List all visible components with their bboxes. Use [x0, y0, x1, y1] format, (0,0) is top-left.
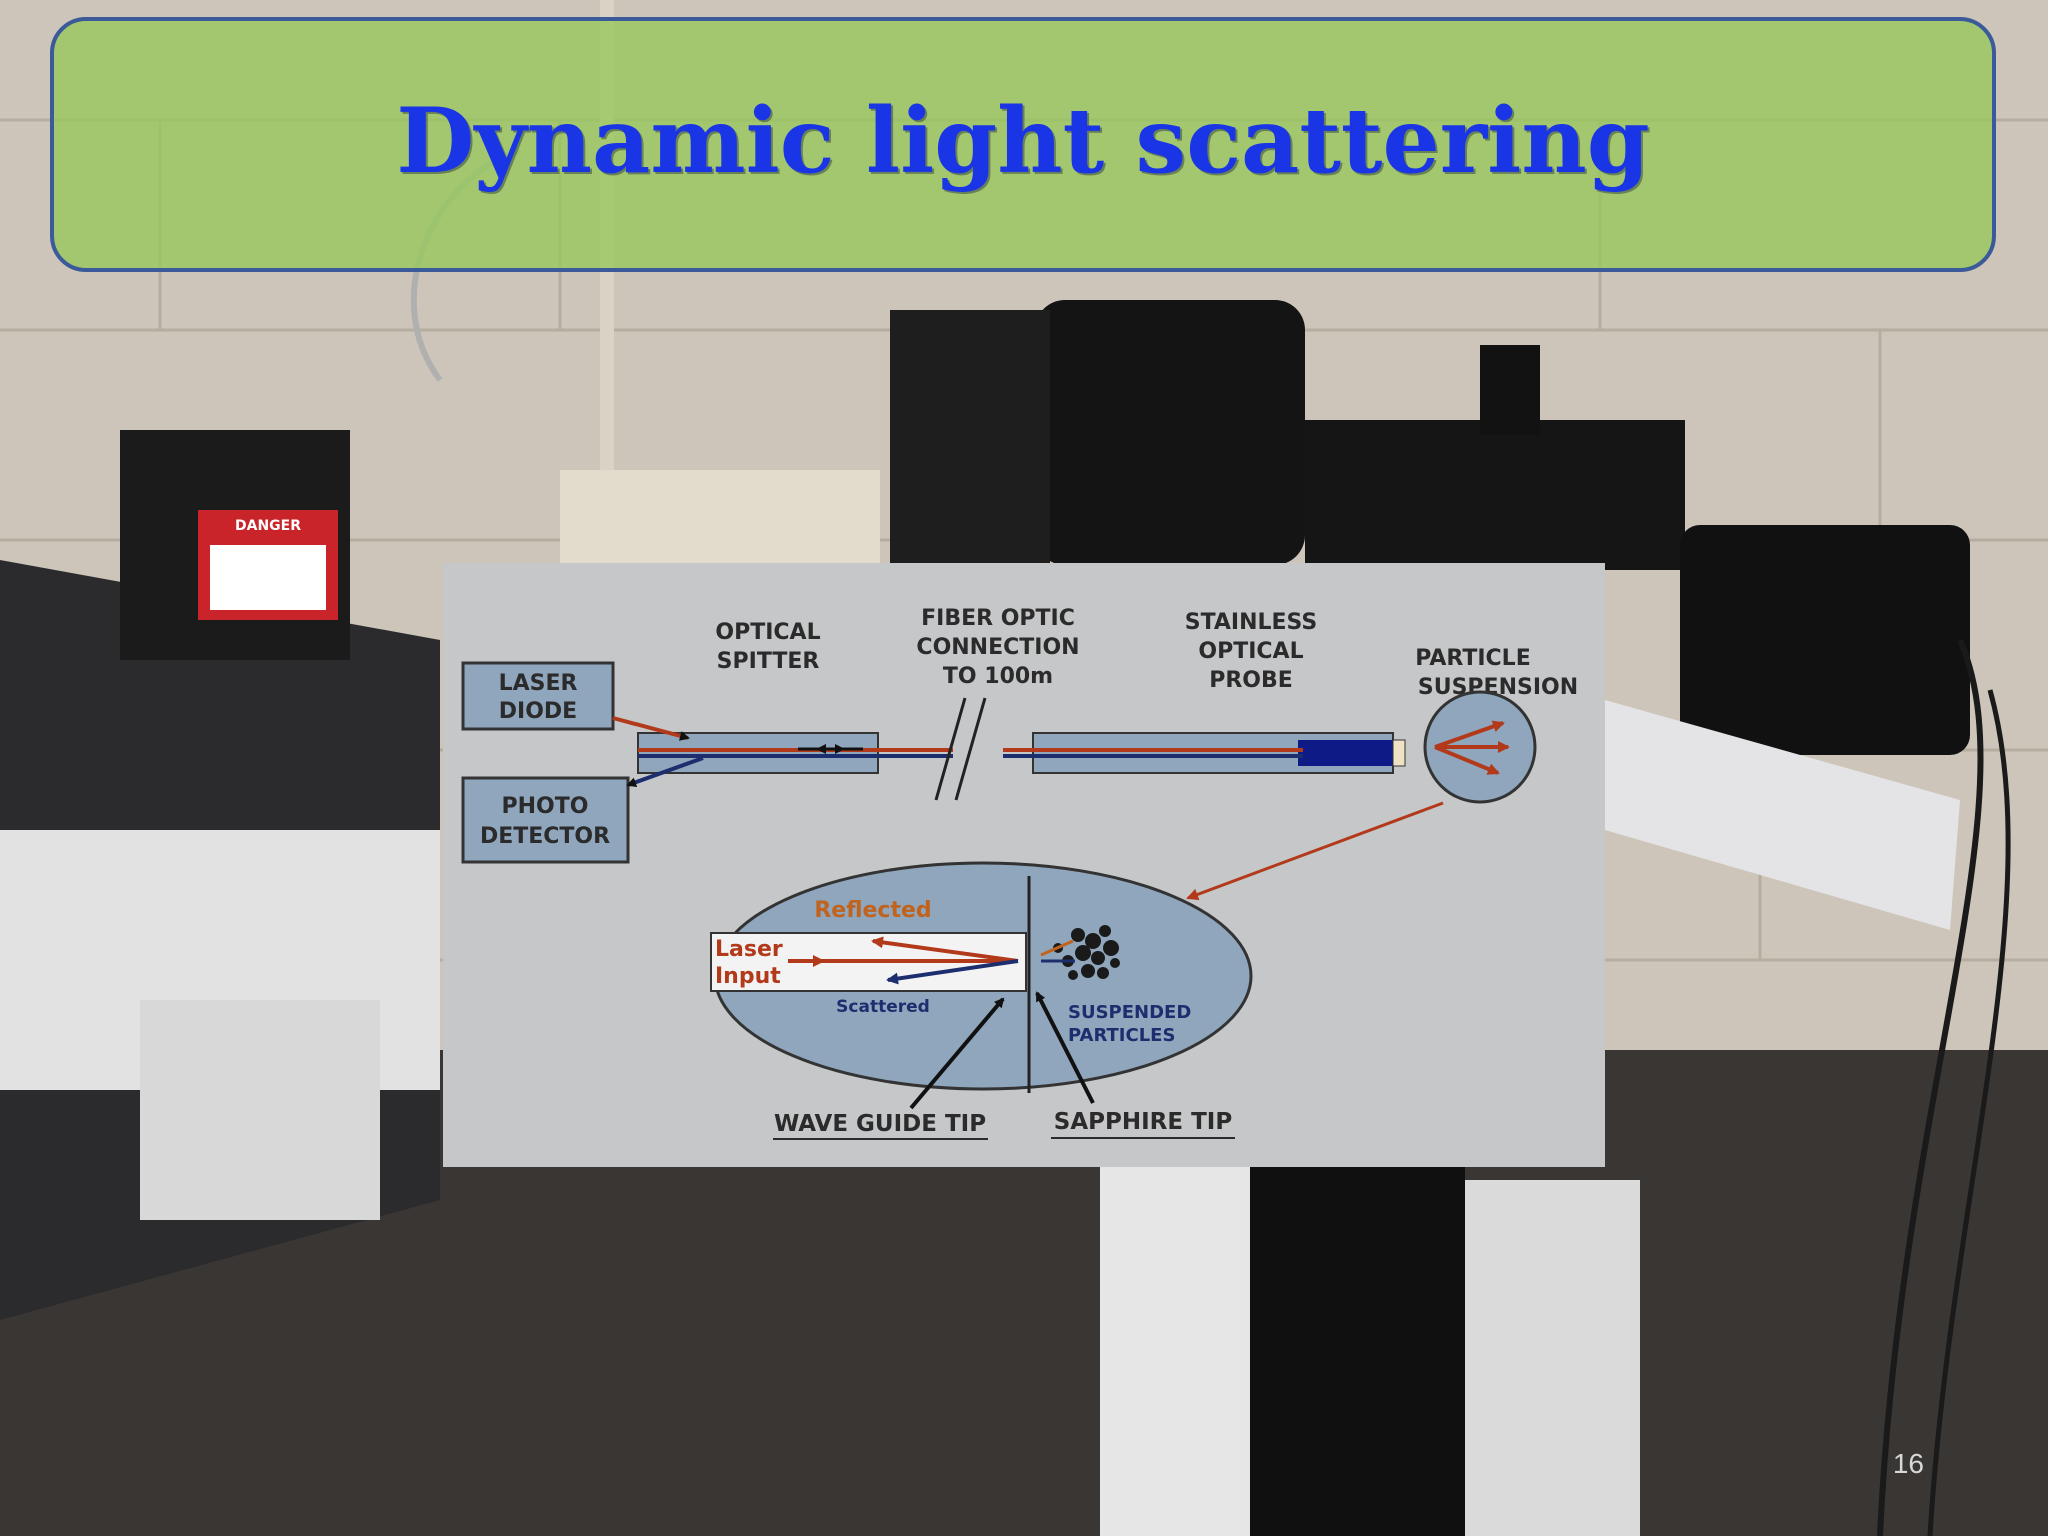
danger-label: DANGER: [235, 518, 301, 534]
laser-diode-label-1: LASER: [499, 671, 578, 696]
scattered-label: Scattered: [836, 997, 930, 1017]
laser-diode-label-2: DIODE: [499, 699, 577, 724]
photo-detector-label-1: PHOTO: [502, 794, 589, 819]
sapphire-tip-label: SAPPHIRE TIP: [1054, 1109, 1232, 1135]
reflected-label: Reflected: [814, 898, 931, 923]
title-banner: Dynamic light scattering: [50, 17, 1996, 272]
suspended-particles-label-2: PARTICLES: [1068, 1025, 1175, 1046]
photo-detector-label-2: DETECTOR: [480, 824, 610, 849]
probe-tip: [1298, 740, 1393, 766]
dls-schematic-diagram: LASER DIODE PHOTO DETECTOR OPTICAL SPITT…: [443, 563, 1605, 1167]
fiber-label-2: CONNECTION: [916, 635, 1079, 660]
fiber-label-1: FIBER OPTIC: [921, 606, 1075, 631]
suspended-particles-cluster: [1053, 925, 1120, 980]
suspended-particles-label-1: SUSPENDED: [1068, 1002, 1191, 1023]
splitter-label-1: OPTICAL: [715, 620, 820, 645]
laser-input-label-1: Laser: [715, 937, 783, 962]
laser-input-label-2: Input: [715, 964, 781, 989]
laser-diode-box: [461, 661, 615, 731]
page-number: 16: [1892, 1448, 1924, 1479]
photo-detector-box: [461, 776, 630, 864]
slide-title: Dynamic light scattering: [396, 87, 1650, 194]
probe-label-2: OPTICAL: [1198, 639, 1303, 664]
splitter-label-2: SPITTER: [717, 649, 820, 674]
probe-label-3: PROBE: [1209, 668, 1293, 693]
fiber-label-3: TO 100m: [943, 664, 1053, 689]
wave-guide-tip-label: WAVE GUIDE TIP: [774, 1111, 986, 1137]
probe-label-1: STAINLESS: [1185, 610, 1318, 635]
particle-suspension-label-1: PARTICLE: [1415, 646, 1530, 671]
